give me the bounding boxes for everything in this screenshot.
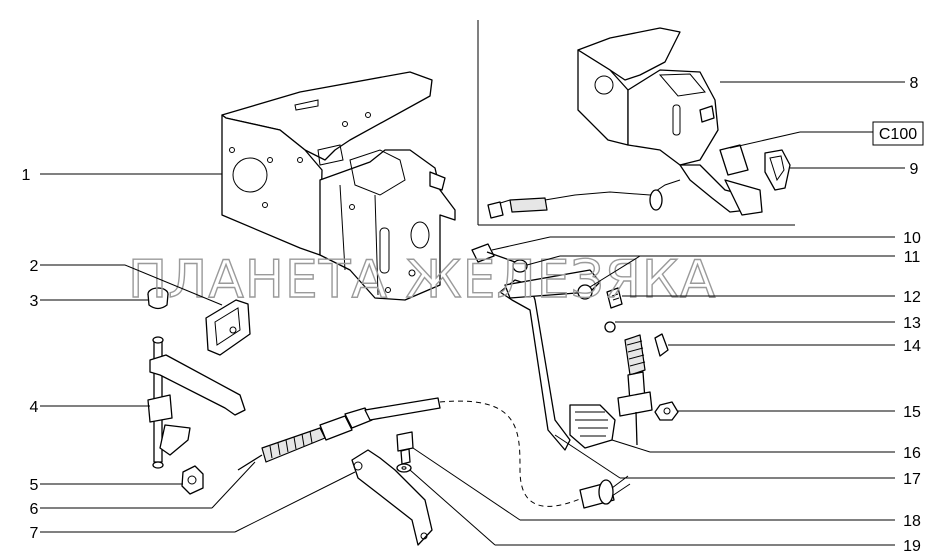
clutch-cable-part: [237, 397, 631, 509]
bolt-part: [396, 431, 414, 465]
spring-clip-part: [606, 287, 623, 309]
inset-assembly: [487, 27, 763, 219]
callout-4: 4: [30, 399, 39, 416]
callout-13: 13: [903, 315, 921, 332]
code-label: C100: [872, 121, 924, 146]
watermark: ПЛАНЕТА ЖЕЛЕЗЯКА: [128, 250, 716, 310]
lock-nut-part: [654, 401, 679, 421]
pin-bolt-part: [471, 243, 516, 263]
callout-11: 11: [904, 249, 921, 266]
inset-frame: [477, 20, 795, 226]
support-bracket-part: [351, 449, 433, 546]
callout-12: 12: [903, 289, 921, 306]
pedal-pad-cover-part: [764, 149, 791, 191]
callout-15: 15: [903, 404, 921, 421]
callout-numbers: 1 2 3 4 5 6 7 8 9 10 11 12 13 14 15 16 1…: [22, 75, 921, 555]
callout-17: 17: [903, 471, 921, 488]
rubber-pad-part: [205, 299, 251, 356]
plug-cap-part: [147, 287, 169, 310]
callout-1: 1: [22, 167, 31, 184]
svg-text:C100: C100: [879, 126, 917, 143]
callout-5: 5: [30, 477, 39, 494]
adjuster-rod-part: [617, 334, 653, 446]
callout-6: 6: [30, 501, 39, 518]
callout-9: 9: [910, 161, 919, 178]
callout-10: 10: [903, 230, 921, 247]
nut-part: [604, 321, 616, 333]
callout-2: 2: [30, 258, 39, 275]
fork-lever-part: [147, 336, 246, 469]
callout-14: 14: [903, 338, 921, 355]
callout-3: 3: [30, 293, 39, 310]
leader-lines: [40, 81, 905, 546]
bushing-part: [512, 259, 593, 300]
callout-8: 8: [910, 75, 919, 92]
washer-part: [396, 463, 412, 473]
pedal-bracket-part: [221, 71, 456, 301]
retainer-clip-part: [654, 333, 669, 357]
callout-19: 19: [903, 538, 921, 555]
callout-16: 16: [903, 445, 921, 462]
callout-7: 7: [30, 525, 39, 542]
clutch-pedal-part: [499, 269, 616, 451]
callout-18: 18: [903, 513, 921, 530]
clip-part: [181, 465, 204, 495]
